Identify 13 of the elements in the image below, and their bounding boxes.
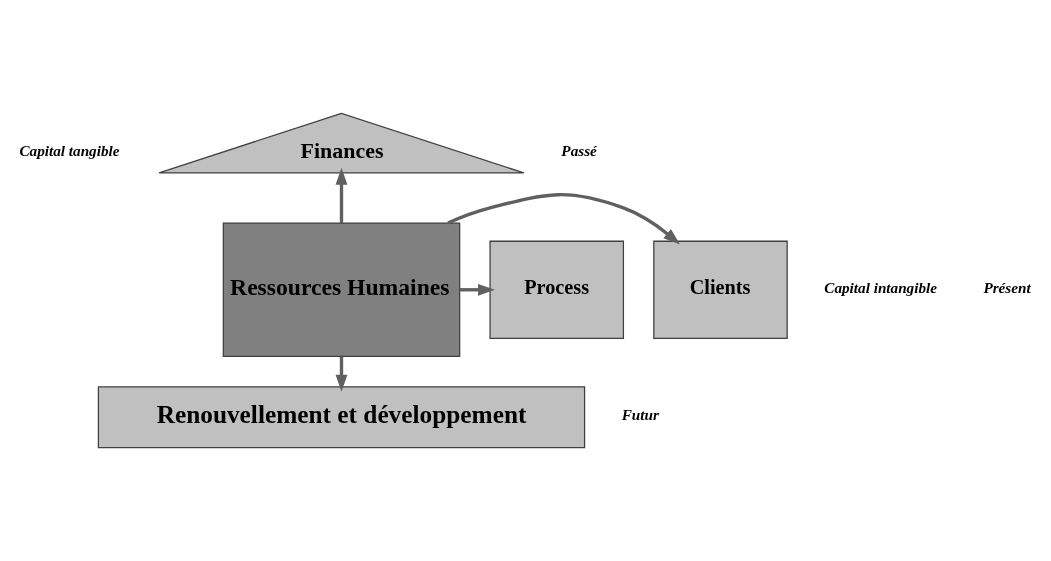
arrow	[335, 356, 348, 392]
label: Passé	[561, 141, 597, 159]
label: Présent	[983, 278, 1031, 296]
node-box: Process	[489, 240, 625, 339]
arrow	[335, 167, 348, 223]
node-box: Renouvellement et développement	[97, 386, 586, 449]
label: Futur	[621, 406, 659, 424]
node-box: Clients	[653, 240, 788, 339]
arrow	[460, 283, 495, 296]
node-box: Ressources Humaines	[222, 222, 461, 358]
arrow	[447, 193, 681, 245]
label: Capital tangible	[19, 141, 120, 159]
label: Capital intangible	[824, 278, 937, 296]
